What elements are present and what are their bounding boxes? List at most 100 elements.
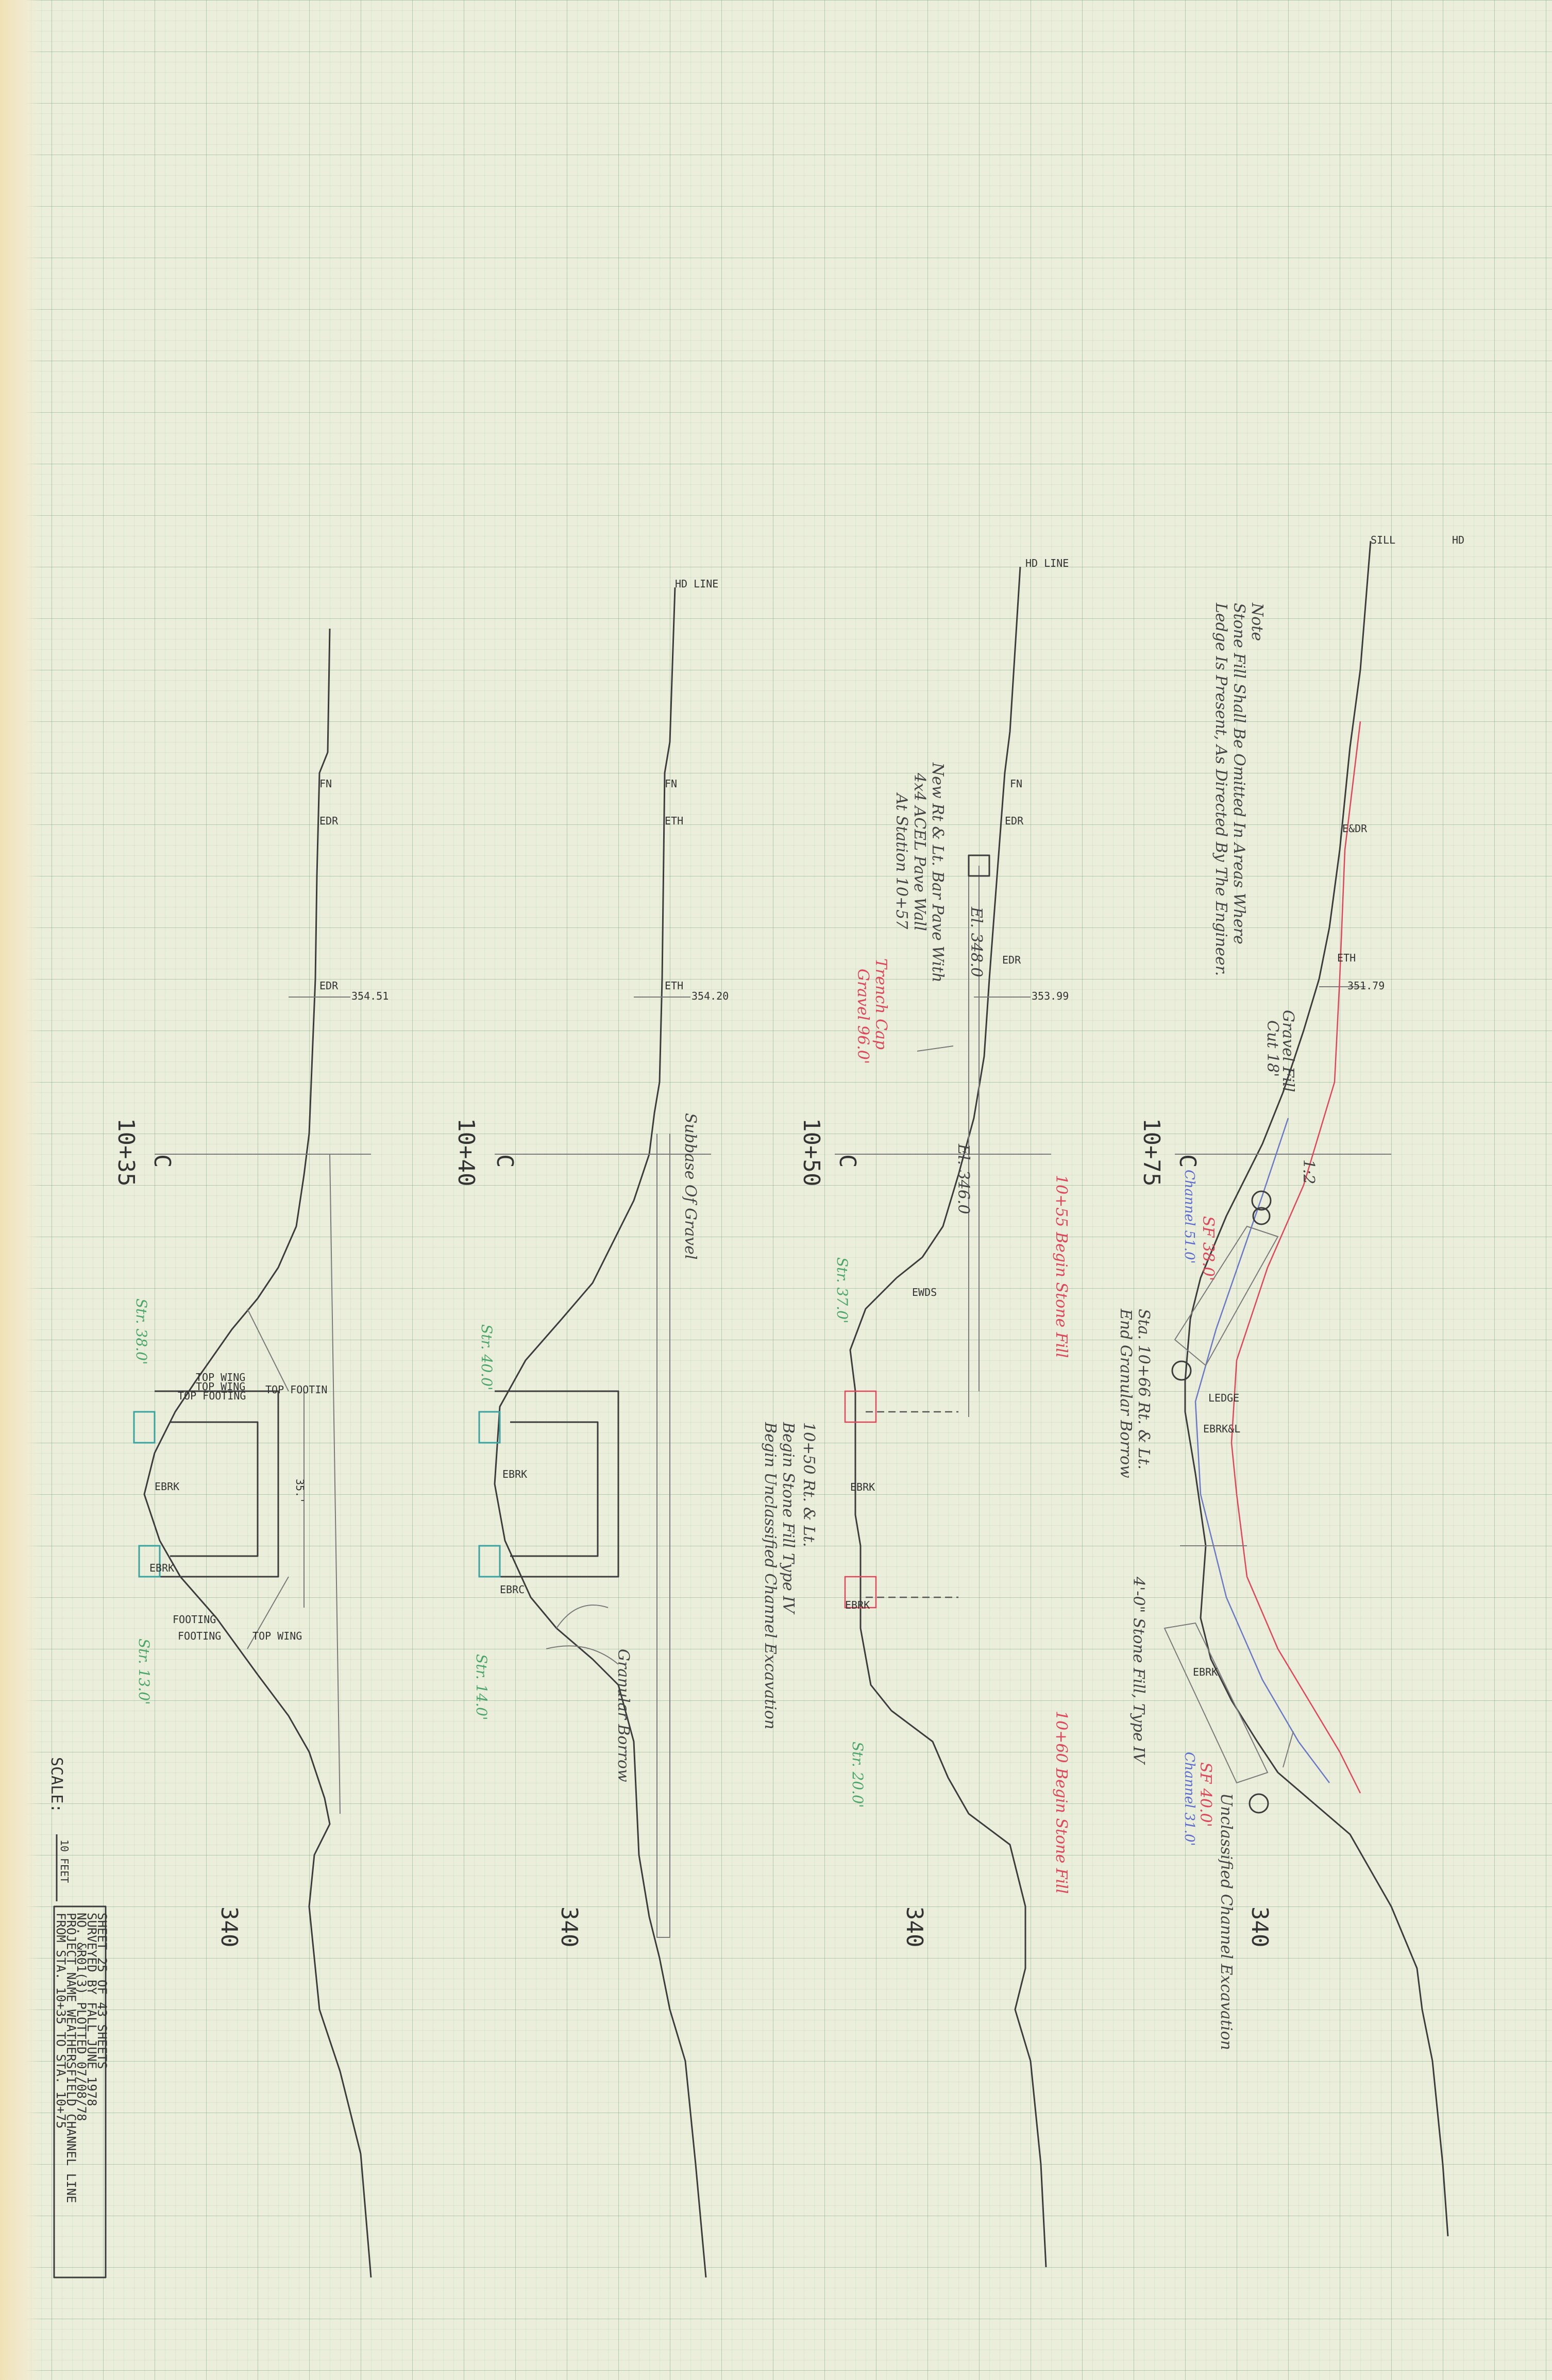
label-top-footing: TOP FOOTING bbox=[178, 1390, 246, 1402]
label-top-footin: TOP FOOTIN bbox=[265, 1383, 327, 1396]
note-unclass: Unclassified Channel Excavation bbox=[1217, 1793, 1235, 2050]
label-top-wing-2: TOP WING bbox=[196, 1380, 245, 1393]
label-eth: ETH bbox=[1337, 952, 1356, 964]
label-elev: 354.51 bbox=[351, 990, 389, 1002]
cl-symbol: C bbox=[1174, 1154, 1201, 1168]
arc bbox=[556, 1605, 609, 1629]
label-elev: 351.79 bbox=[1347, 980, 1385, 992]
label-footing-1: FOOTING bbox=[173, 1613, 216, 1626]
note-stone: 4'-0" Stone Fill, Type IV bbox=[1129, 1576, 1148, 1765]
title-block-frame bbox=[53, 1905, 107, 2278]
note-channel-2: Channel 31.0' bbox=[1182, 1752, 1197, 1846]
teal-box-bot bbox=[478, 1545, 501, 1578]
label-ebrk-2: EBRK bbox=[845, 1599, 870, 1611]
ground-profile bbox=[1184, 541, 1449, 2237]
sheet-edge bbox=[0, 0, 41, 2380]
section-10-50: HD LINE FN EDR EDR 353.99 EWDS EBRK EBRK… bbox=[761, 557, 1070, 2268]
note-begin-2: Begin Stone Fill Type IV bbox=[779, 1422, 797, 1615]
label-ebrk-1: EBRK bbox=[502, 1468, 527, 1480]
right-edge bbox=[656, 1134, 670, 1938]
note-trench: Trench Cap bbox=[872, 958, 890, 1050]
note-end: End Granular Borrow bbox=[1117, 1308, 1135, 1478]
label-sill: SILL bbox=[1371, 534, 1395, 546]
label-footing-2: FOOTING bbox=[178, 1630, 221, 1642]
label-edr: EDR bbox=[1005, 815, 1024, 827]
arc-2 bbox=[546, 1645, 619, 1665]
culvert-outline bbox=[155, 1390, 279, 1578]
cl-symbol: C bbox=[149, 1154, 175, 1168]
label-ebrk-1: EBRK&L bbox=[1203, 1423, 1240, 1435]
label-ebrk-1: EBRK bbox=[155, 1480, 179, 1493]
label-dim: 35.' bbox=[294, 1479, 306, 1504]
label-edr-2: EDR bbox=[319, 980, 339, 992]
note-str-1: Str. 38.0' bbox=[133, 1298, 150, 1365]
right-edge bbox=[329, 1154, 341, 1814]
red-profile bbox=[1230, 721, 1361, 1794]
note-new-rt-3: At Station 10+57 bbox=[892, 792, 910, 930]
note-str-2: Str. 20.0' bbox=[849, 1742, 866, 1808]
title-line-3: NO. &R01(3) PLOTTED 07/08/78 bbox=[74, 1913, 89, 2121]
red-pipe-bot bbox=[844, 1576, 877, 1609]
blue-profile bbox=[1194, 1118, 1330, 1783]
section-10-35: FN EDR EDR 354.51 TOP WING TOP WING TOP … bbox=[113, 628, 389, 2278]
station-label: 10+40 bbox=[453, 1118, 479, 1186]
culvert-inner bbox=[510, 1421, 599, 1557]
label-hd-line: HD LINE bbox=[1025, 557, 1069, 569]
note-granular: Granular Borrow bbox=[614, 1649, 632, 1782]
note-el-1: El. 348.0 bbox=[967, 906, 985, 977]
note-line-2: Ledge Is Present, As Directed By The Eng… bbox=[1212, 602, 1230, 976]
label-ebrk-2: EBRK bbox=[1193, 1666, 1218, 1678]
note-str-2: Str. 14.0' bbox=[473, 1654, 490, 1720]
ground-profile bbox=[143, 628, 372, 2278]
label-ebrk-2: EBRC bbox=[500, 1583, 525, 1596]
note-slope: 1:2 bbox=[1300, 1159, 1318, 1184]
scale-block: SCALE: 10 FEET bbox=[47, 1757, 71, 1901]
cl-symbol: C bbox=[492, 1154, 518, 1168]
note-gravel: Gravel 96.0' bbox=[854, 969, 872, 1064]
label-ewds: EWDS bbox=[912, 1286, 937, 1298]
note-new-rt: New Rt & Lt. Bar Pave With bbox=[929, 762, 947, 983]
note-line-1: Stone Fill Shall Be Omitted In Areas Whe… bbox=[1230, 603, 1248, 944]
section-10-40: HD LINE FN ETH ETH 354.20 EBRK EBRC C 10… bbox=[453, 578, 729, 2278]
note-gravel: Gravel Fill bbox=[1279, 1010, 1297, 1092]
label-hd: HD bbox=[1452, 534, 1464, 546]
label-edr: E&DR bbox=[1342, 822, 1368, 835]
label-ebrk-1: EBRK bbox=[850, 1481, 875, 1493]
note-sf-2: SF 40.0' bbox=[1196, 1762, 1214, 1827]
label-fn: FN bbox=[319, 778, 332, 790]
station-label: 10+50 bbox=[798, 1118, 824, 1186]
teal-box-top bbox=[478, 1411, 501, 1444]
elev-ref-label: 340 bbox=[216, 1906, 242, 1947]
section-10-75: SILL HD E&DR ETH 351.79 LEDGE EBRK&L EBR… bbox=[1117, 534, 1464, 2237]
note-begin-3: Begin Unclassified Channel Excavation bbox=[761, 1422, 779, 1729]
label-edr: EDR bbox=[319, 815, 339, 827]
culvert-outline bbox=[495, 1390, 619, 1578]
title-line-2: PROJECT NAME WEATHERSFIELD CHANNEL LINE bbox=[64, 1913, 78, 2203]
note-cut: Cut 18' bbox=[1263, 1020, 1281, 1077]
label-hd-line: HD LINE bbox=[675, 578, 718, 590]
rock-top bbox=[1251, 1190, 1272, 1225]
scale-label: SCALE: bbox=[47, 1757, 65, 1813]
note-subbase: Subbase Of Gravel bbox=[681, 1113, 699, 1260]
arrow-line bbox=[1283, 1731, 1294, 1768]
title-block: FROM STA. 10+35 TO STA. 10+75 PROJECT NA… bbox=[53, 1905, 109, 2278]
teal-box-bot bbox=[138, 1545, 161, 1578]
note-red-2: 10+60 Begin Stone Fill bbox=[1052, 1711, 1070, 1894]
label-fn: FN bbox=[1010, 778, 1022, 790]
label-edr-2: EDR bbox=[1002, 954, 1021, 966]
note-new-rt-2: 4x4 ACEL Pave Wall bbox=[910, 772, 929, 931]
culvert-inner bbox=[170, 1421, 259, 1557]
label-elev: 353.99 bbox=[1032, 990, 1069, 1002]
label-ledge: LEDGE bbox=[1208, 1392, 1239, 1404]
note-el-2: El. 346.0 bbox=[954, 1143, 972, 1214]
note-sf-1: SF 38.0' bbox=[1199, 1216, 1217, 1281]
scale-value: 10 FEET bbox=[58, 1839, 71, 1883]
pipe-box-top bbox=[968, 854, 990, 877]
station-label: 10+75 bbox=[1138, 1118, 1165, 1186]
title-line-4: SURVEYED BY FALL JUNE 1978 bbox=[85, 1913, 99, 2106]
cl-symbol: C bbox=[834, 1154, 861, 1168]
station-label: 10+35 bbox=[113, 1118, 139, 1186]
stone-fill-band-2 bbox=[1163, 1622, 1269, 1784]
